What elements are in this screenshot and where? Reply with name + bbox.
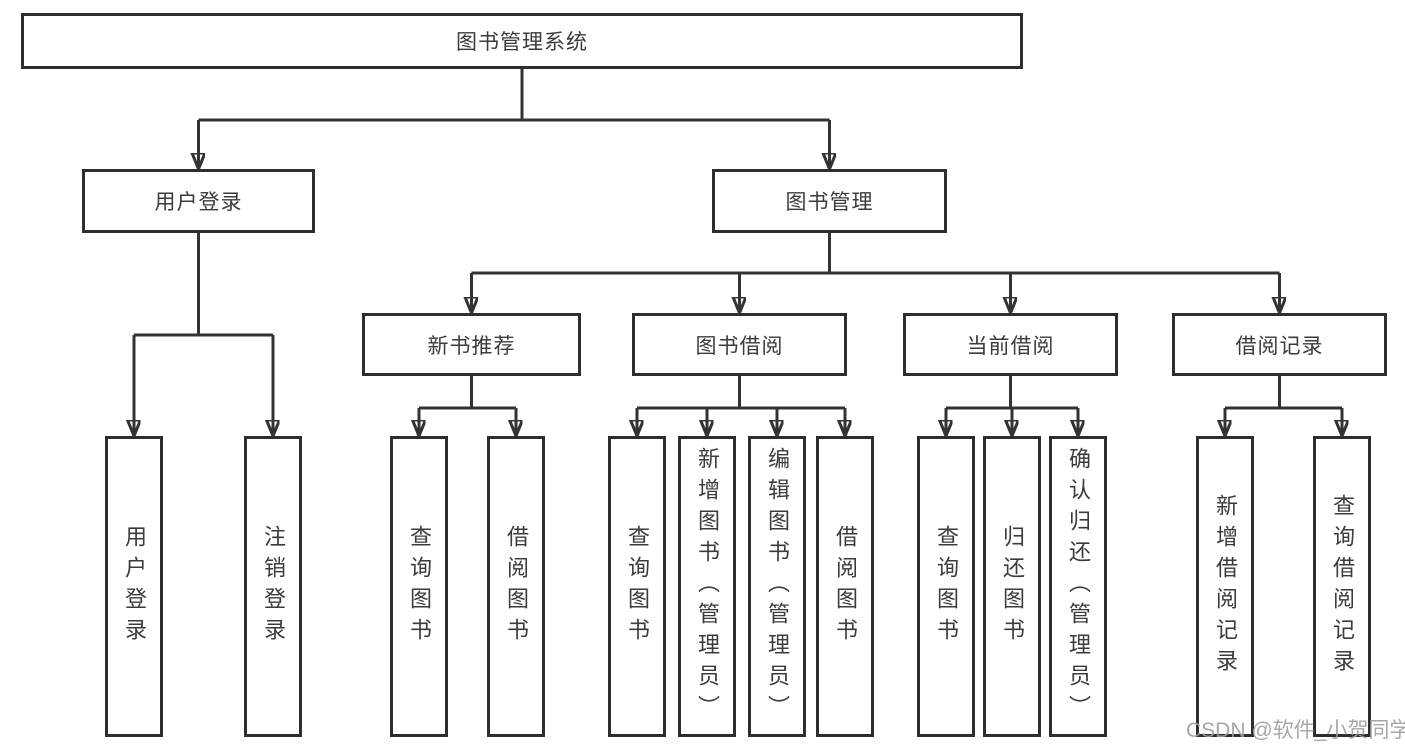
node-br-query-record: 查询借阅记录 [1313,436,1371,737]
node-label-cb-confirm-return: 确认归还（管理员） [1066,447,1091,726]
node-label-current-borrow: 当前借阅 [966,334,1055,358]
node-label-nbr-query-book: 查询图书 [407,524,432,649]
node-label-new-book-recommend: 新书推荐 [427,334,516,358]
node-label-br-query-record: 查询借阅记录 [1330,493,1355,680]
node-label-br-add-record: 新增借阅记录 [1213,493,1238,680]
node-current-borrow: 当前借阅 [903,313,1118,376]
node-label-bb-query-book: 查询图书 [625,524,650,649]
node-bb-borrow-book: 借阅图书 [816,436,874,737]
node-book-mgmt: 图书管理 [712,169,947,233]
node-br-add-record: 新增借阅记录 [1196,436,1254,737]
node-root: 图书管理系统 [21,13,1023,69]
node-label-bb-add-book: 新增图书（管理员） [695,447,720,726]
node-borrow-records: 借阅记录 [1172,313,1387,376]
node-label-root: 图书管理系统 [456,31,588,54]
node-user-login: 用户登录 [82,169,315,233]
node-book-borrow: 图书借阅 [632,313,847,376]
node-label-borrow-records: 借阅记录 [1235,334,1324,358]
node-cb-query-book: 查询图书 [917,436,975,737]
node-label-book-mgmt: 图书管理 [785,191,874,214]
node-logout-action: 注销登录 [244,436,302,737]
node-nbr-borrow-book: 借阅图书 [487,436,545,737]
node-label-nbr-borrow-book: 借阅图书 [504,524,529,649]
node-label-bb-borrow-book: 借阅图书 [833,524,858,649]
csdn-watermark: CSDN @软件_小贺同学 [1186,719,1405,742]
node-new-book-recommend: 新书推荐 [362,313,581,376]
node-label-logout-action: 注销登录 [261,524,286,649]
node-bb-query-book: 查询图书 [608,436,666,737]
node-cb-confirm-return: 确认归还（管理员） [1049,436,1107,737]
node-bb-edit-book: 编辑图书（管理员） [748,436,806,737]
node-label-book-borrow: 图书借阅 [695,334,784,358]
node-cb-return-book: 归还图书 [983,436,1041,737]
node-label-cb-query-book: 查询图书 [934,524,959,649]
node-label-bb-edit-book: 编辑图书（管理员） [765,447,790,726]
node-label-user-login-action: 用户登录 [122,524,147,649]
node-label-cb-return-book: 归还图书 [1000,524,1025,649]
node-bb-add-book: 新增图书（管理员） [678,436,736,737]
node-nbr-query-book: 查询图书 [390,436,448,737]
node-label-user-login: 用户登录 [154,191,243,214]
node-user-login-action: 用户登录 [105,436,163,737]
